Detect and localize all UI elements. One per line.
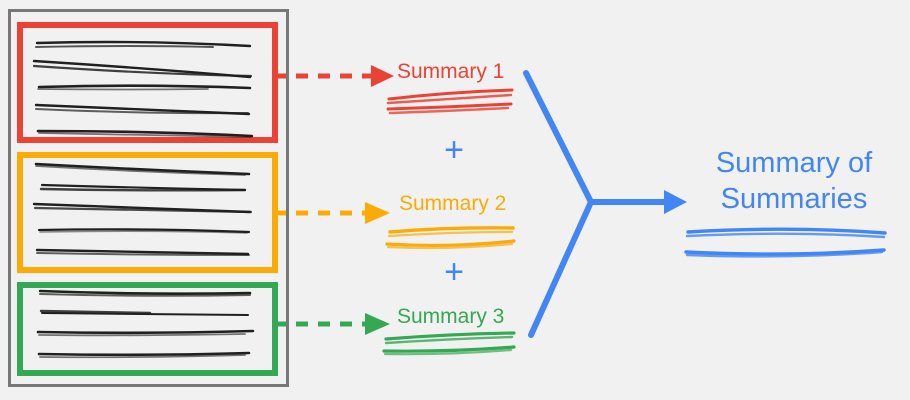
section-orange-text-lines	[32, 162, 253, 256]
section-green-border	[17, 282, 278, 376]
section-red-border	[17, 22, 278, 143]
section-red-text-lines	[32, 40, 254, 138]
connector-arrow-orange	[274, 202, 390, 224]
plus-operator-2: +	[444, 253, 464, 291]
section-green-text-lines	[36, 289, 255, 359]
merge-branch-upper	[523, 70, 594, 205]
final-output-label-line2: Summaries	[721, 183, 868, 215]
connector-arrow-red	[274, 65, 394, 87]
connector-arrow-green	[274, 313, 390, 335]
source-section-orange[interactable]	[17, 152, 278, 273]
summary-1-label: Summary 1	[397, 60, 504, 83]
summary-1-scribble	[386, 88, 514, 115]
final-output-scribble	[684, 227, 887, 258]
summary-2-label: Summary 2	[399, 192, 506, 215]
source-section-red[interactable]	[17, 22, 278, 143]
summary-3-scribble	[382, 331, 516, 356]
summary-3-label: Summary 3	[397, 305, 504, 328]
summary-2-scribble	[385, 226, 516, 250]
plus-operator-1: +	[444, 131, 464, 169]
source-section-green[interactable]	[17, 282, 278, 376]
final-output-label-line1: Summary of	[716, 147, 873, 179]
merge-connector	[523, 70, 687, 338]
merge-arrowhead	[664, 190, 687, 214]
source-document-frame	[8, 9, 289, 387]
merge-branch-lower	[528, 199, 594, 338]
